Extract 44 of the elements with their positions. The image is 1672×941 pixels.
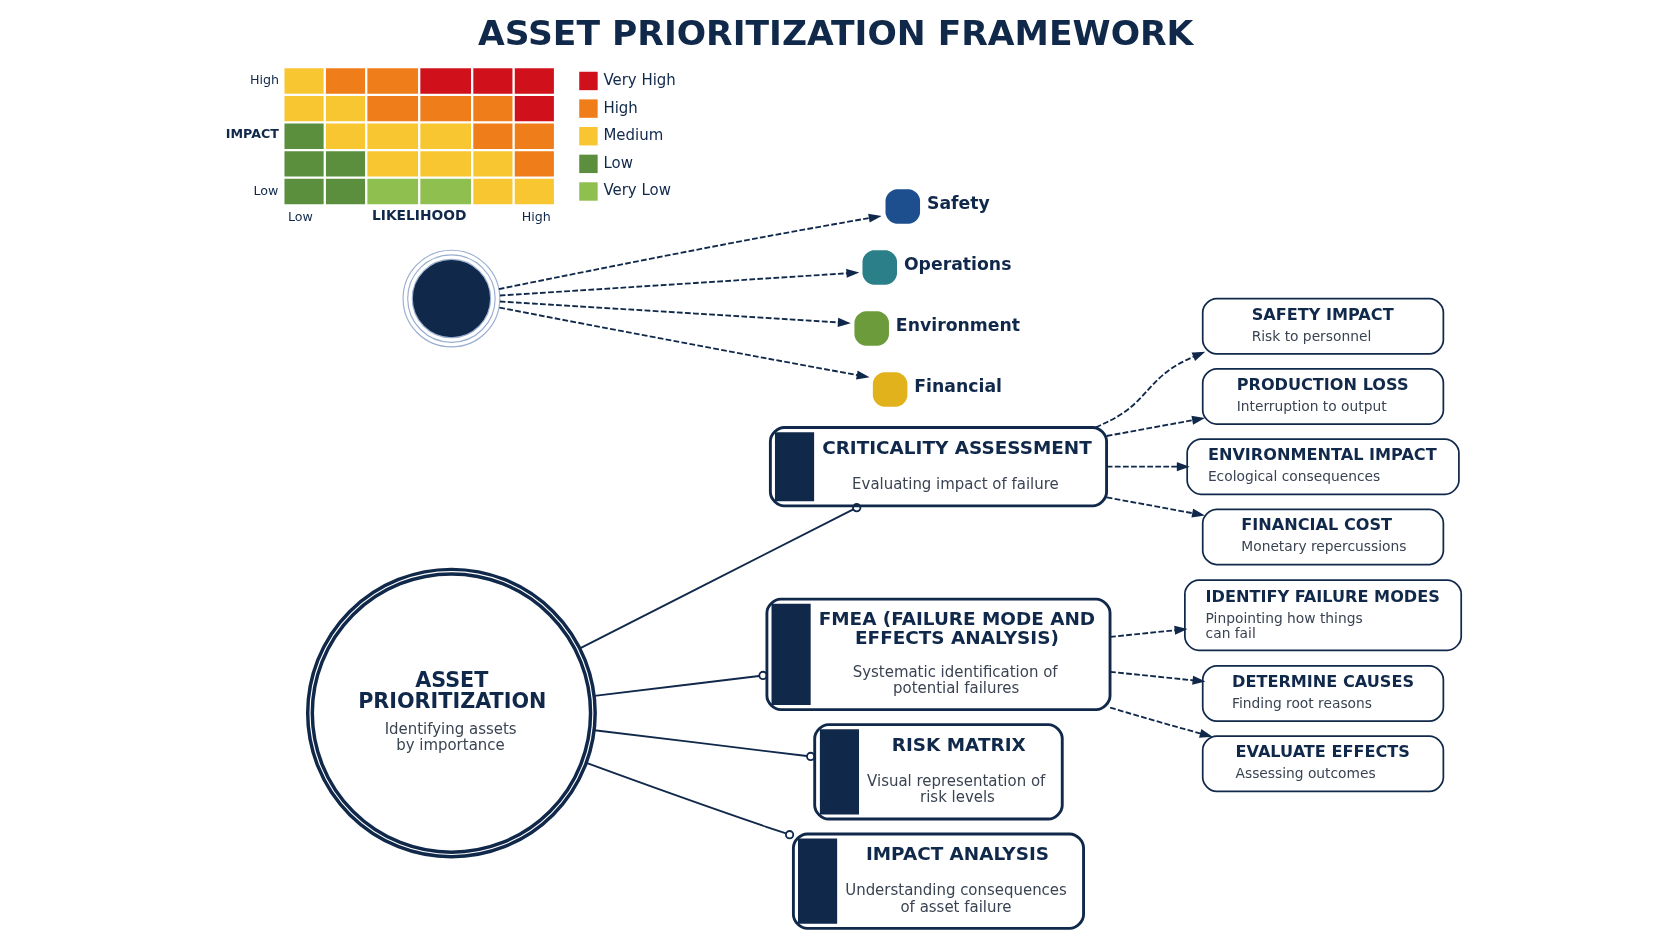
label: IMPACT bbox=[225, 125, 279, 141]
node-box: DETERMINE CAUSES Finding root reasons bbox=[1201, 664, 1445, 722]
node-label: Environment bbox=[895, 314, 1021, 335]
arrow bbox=[1109, 625, 1188, 638]
legend-label: Very Low bbox=[603, 180, 671, 199]
diagram-title: ASSET PRIORITIZATION FRAMEWORK bbox=[477, 12, 1194, 53]
node-box: FMEA (FAILURE MODE AND EFFECTS ANALYSIS) Systematic identification of potential failures bbox=[765, 597, 1112, 711]
connector bbox=[579, 502, 862, 649]
node-label: Financial bbox=[914, 375, 1002, 396]
node-label: Safety bbox=[926, 192, 990, 213]
arrow bbox=[499, 300, 851, 327]
label: High bbox=[521, 208, 551, 224]
label: Low bbox=[253, 182, 279, 198]
legend-label: High bbox=[603, 98, 638, 117]
arrow bbox=[1105, 415, 1205, 437]
legend-label: Medium bbox=[603, 125, 664, 144]
node-box: ENVIRONMENTAL IMPACT Ecological consequences bbox=[1186, 437, 1460, 495]
node-box: EVALUATE EFFECTS Assessing outcomes bbox=[1201, 734, 1445, 792]
node-box: PRODUCTION LOSS Interruption to output bbox=[1201, 367, 1445, 425]
node-box: FINANCIAL COST Monetary repercussions bbox=[1201, 507, 1445, 565]
arrow bbox=[497, 213, 882, 290]
label: LIKELIHOOD bbox=[371, 206, 467, 223]
node-circle bbox=[402, 249, 501, 347]
node-circle: ASSET PRIORITIZATION Identifying assets by importance bbox=[305, 567, 597, 859]
node-box: IDENTIFY FAILURE MODES Pinpointing how things can fail bbox=[1184, 578, 1463, 651]
node-box: SAFETY IMPACT Risk to personnel bbox=[1201, 297, 1445, 355]
arrow bbox=[1105, 461, 1190, 471]
arrow bbox=[1109, 670, 1206, 685]
node-box: RISK MATRIX Visual representation of risk levels bbox=[813, 722, 1064, 820]
connector bbox=[593, 728, 816, 761]
label: High bbox=[249, 71, 280, 87]
node-label: Operations bbox=[903, 253, 1012, 274]
arrow bbox=[1105, 495, 1205, 518]
connector bbox=[593, 670, 768, 697]
connector bbox=[585, 761, 795, 839]
arrow bbox=[498, 306, 870, 379]
arrow bbox=[499, 268, 860, 296]
node-box: IMPACT ANALYSIS Understanding consequences of asset failure bbox=[791, 832, 1085, 930]
arrow bbox=[1094, 351, 1206, 428]
label: Low bbox=[287, 208, 313, 224]
legend-label: Low bbox=[603, 153, 633, 172]
node-box: CRITICALITY ASSESSMENT Evaluating impact of failure bbox=[768, 425, 1108, 507]
arrow bbox=[1109, 706, 1213, 738]
legend-label: Very High bbox=[603, 70, 676, 89]
